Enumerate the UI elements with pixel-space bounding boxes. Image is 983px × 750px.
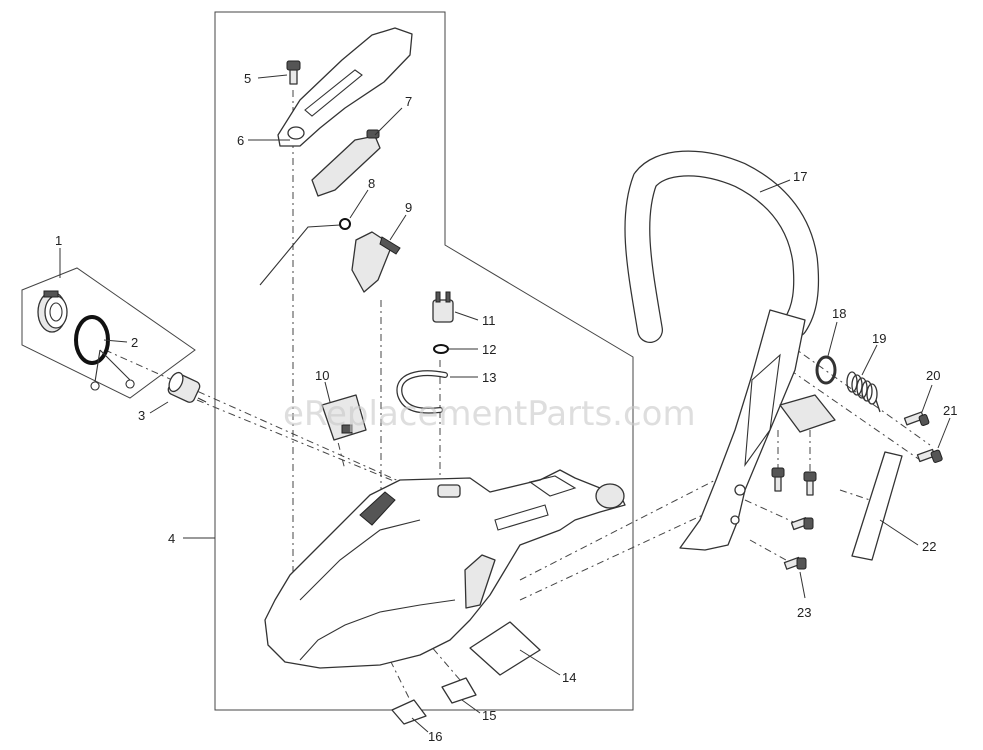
watermark-text: eReplacementParts.com [283,394,696,434]
part-14-decal [469,621,541,676]
callout-18: 18 [832,306,846,321]
part-19-spring [846,371,881,413]
part-13-hose [396,370,448,414]
callout-8: 8 [368,176,375,191]
callout-12: 12 [482,342,496,357]
callout-23: 23 [797,605,811,620]
part-17-front-handle [624,150,820,551]
callout-7: 7 [405,94,412,109]
callout-3: 3 [138,408,145,423]
part-9-throttle-lockout [351,231,401,293]
callout-labels: 1 2 3 4 5 6 7 8 9 10 11 12 13 14 15 16 1… [55,71,957,744]
handle-bracket [779,394,836,433]
callout-6: 6 [237,133,244,148]
part-1-oil-cap [37,290,68,333]
part-15-decal [441,677,477,704]
part-12-washer [433,344,449,354]
callout-13: 13 [482,370,496,385]
callout-14: 14 [562,670,576,685]
part-2-o-ring [74,315,135,391]
callout-10: 10 [315,368,329,383]
part-7-trigger [311,129,381,197]
part-22-strip [851,451,903,561]
callout-9: 9 [405,200,412,215]
callout-leaders [59,74,951,733]
part-10-plate [321,394,367,441]
callout-5: 5 [244,71,251,86]
callout-4: 4 [168,531,175,546]
callout-21: 21 [943,403,957,418]
callout-20: 20 [926,368,940,383]
part-18-ring [815,355,837,385]
part-20-screw [903,411,930,427]
part-11-switch [432,291,454,323]
callout-22: 22 [922,539,936,554]
part-4-rear-handle-housing [264,469,626,669]
part-21-screw [916,448,943,463]
callout-15: 15 [482,708,496,723]
part-6-handle-cover [277,27,413,147]
callout-17: 17 [793,169,807,184]
callout-2: 2 [131,335,138,350]
assembly-1-outline [21,267,196,399]
part-5-screw [286,60,301,85]
part-8-trigger-spring [259,218,351,286]
callout-19: 19 [872,331,886,346]
part-3-oil-filter [167,371,207,403]
callout-16: 16 [428,729,442,744]
assembly-4-outline [214,11,634,711]
callout-1: 1 [55,233,62,248]
callout-11: 11 [482,313,496,328]
part-16-decal [391,699,427,725]
part-23-screws [771,467,817,570]
